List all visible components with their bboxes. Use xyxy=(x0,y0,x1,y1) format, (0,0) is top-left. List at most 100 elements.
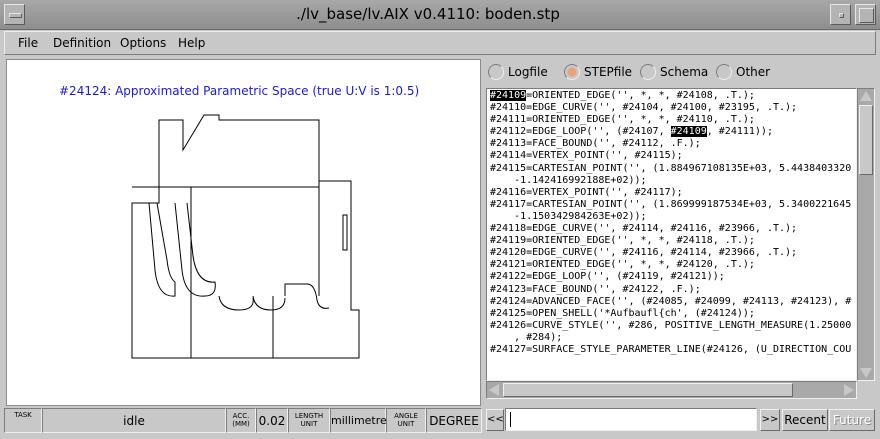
menu-file[interactable]: File xyxy=(18,36,39,50)
accuracy-label-cell: ACC. (MM) xyxy=(226,408,256,433)
step-line-text: #24120=EDGE_CURVE('', #24116, #24114, #2… xyxy=(490,247,798,259)
step-line-text: #24123=FACE_BOUND('', #24122, .F.); xyxy=(490,283,701,295)
face-outer-boundary xyxy=(131,114,360,359)
step-line: #24116=VERTEX_POINT('', #24117); xyxy=(490,187,856,199)
accuracy-label: ACC. (MM) xyxy=(232,412,250,428)
step-line: #24122=EDGE_LOOP('', (#24119, #24121)); xyxy=(490,271,856,283)
window-title: ./lv_base/lv.AIX v0.4110: boden.stp xyxy=(296,5,560,23)
step-line: #24111=ORIENTED_EDGE('', *, *, #24110, .… xyxy=(490,114,856,126)
step-line-text: #24127=SURFACE_STYLE_PARAMETER_LINE(#241… xyxy=(490,343,852,355)
task-value-cell: idle xyxy=(42,408,226,433)
step-line-text: #24114=VERTEX_POINT('', #24115); xyxy=(490,150,683,162)
future-button: Future xyxy=(829,409,875,431)
scroll-left-icon[interactable] xyxy=(489,384,499,396)
angle-unit-value: DEGREE xyxy=(429,414,479,428)
radio-logfile-label[interactable]: Logfile xyxy=(508,65,548,79)
step-line: #24125=OPEN_SHELL('*Aufbaufl{ch', (#2412… xyxy=(490,308,856,320)
step-line-text: #24113=FACE_BOUND('', #24112, .F.); xyxy=(490,138,701,150)
parametric-space-drawing xyxy=(131,114,360,359)
step-line: #24126=CURVE_STYLE('', #286, POSITIVE_LE… xyxy=(490,320,856,332)
step-line-text: -1.142416992188E+02)); xyxy=(490,174,647,186)
radio-schema[interactable] xyxy=(640,64,656,80)
menu-definition[interactable]: Definition xyxy=(53,36,112,50)
inner-hole xyxy=(342,214,348,251)
command-input[interactable] xyxy=(505,408,757,431)
minimize-button[interactable] xyxy=(830,4,851,25)
task-value: idle xyxy=(123,414,145,428)
step-line: #24127=SURFACE_STYLE_PARAMETER_LINE(#241… xyxy=(490,344,856,356)
task-label-cell: TASK xyxy=(4,408,42,433)
vertical-scroll-thumb[interactable] xyxy=(859,105,873,175)
step-line: #24112=EDGE_LOOP('', (#24107, #24109, #2… xyxy=(490,126,856,138)
view-selector: Logfile STEPfile Schema Other xyxy=(486,63,876,83)
history-next-button[interactable]: >> xyxy=(760,409,780,431)
step-line: #24115=CARTESIAN_POINT('', (1.8849671081… xyxy=(490,163,856,175)
step-line-text: #24121=ORIENTED_EDGE('', *, *, #24120, .… xyxy=(490,259,755,271)
step-line: #24120=EDGE_CURVE('', #24116, #24114, #2… xyxy=(490,247,856,259)
slot-outlines xyxy=(148,202,330,311)
window-menu-button[interactable] xyxy=(4,4,25,25)
step-line: #24123=FACE_BOUND('', #24122, .F.); xyxy=(490,284,856,296)
step-file-lines: #24109=ORIENTED_EDGE('', *, *, #24108, .… xyxy=(487,89,856,356)
step-line: #24121=ORIENTED_EDGE('', *, *, #24120, .… xyxy=(490,259,856,271)
step-line: #24109=ORIENTED_EDGE('', *, *, #24108, .… xyxy=(490,90,856,102)
scroll-right-icon[interactable] xyxy=(844,384,854,396)
horizontal-scrollbar[interactable] xyxy=(486,381,857,399)
angle-unit-value-cell: DEGREE xyxy=(426,408,482,433)
step-line-text: #24124=ADVANCED_FACE('', (#24085, #24099… xyxy=(490,295,852,307)
scroll-down-icon[interactable] xyxy=(860,368,872,378)
horizontal-scroll-thumb[interactable] xyxy=(503,383,793,397)
angle-unit-label: ANGLE UNIT xyxy=(394,412,418,428)
step-line-text: #24126=CURVE_STYLE('', #286, POSITIVE_LE… xyxy=(490,319,852,331)
length-unit-value-cell: millimetre xyxy=(330,408,387,433)
status-bar: TASK idle ACC. (MM) 0.02 LENGTH UNIT mil… xyxy=(4,408,482,433)
step-line: #24119=ORIENTED_EDGE('', *, *, #24118, .… xyxy=(490,235,856,247)
step-line: , #284); xyxy=(490,332,856,344)
step-line: #24118=EDGE_CURVE('', #24114, #24116, #2… xyxy=(490,223,856,235)
accuracy-value: 0.02 xyxy=(258,414,286,428)
step-entity-highlight[interactable]: #24109 xyxy=(670,126,707,138)
step-line-text: #24117=CARTESIAN_POINT('', (1.8699991875… xyxy=(490,198,852,210)
step-line: -1.142416992188E+02)); xyxy=(490,175,856,187)
length-unit-value: millimetre xyxy=(331,414,387,427)
step-line-text: #24111=ORIENTED_EDGE('', *, *, #24110, .… xyxy=(490,114,755,126)
radio-stepfile-label[interactable]: STEPfile xyxy=(584,65,633,79)
step-line-text: #24115=CARTESIAN_POINT('', (1.8849671081… xyxy=(490,162,852,174)
vertical-scrollbar[interactable] xyxy=(857,88,875,381)
radio-other-label[interactable]: Other xyxy=(736,65,771,79)
length-unit-label-cell: LENGTH UNIT xyxy=(288,408,330,433)
step-line: #24110=EDGE_CURVE('', #24104, #24100, #2… xyxy=(490,102,856,114)
radio-other[interactable] xyxy=(716,64,732,80)
scroll-up-icon[interactable] xyxy=(860,91,872,101)
step-line-text: , #24111)); xyxy=(706,126,773,138)
radio-stepfile[interactable] xyxy=(564,64,580,80)
step-line-text: #24119=ORIENTED_EDGE('', *, *, #24118, .… xyxy=(490,235,755,247)
step-line-text: #24118=EDGE_CURVE('', #24114, #24116, #2… xyxy=(490,223,798,235)
task-label: TASK xyxy=(14,411,32,419)
step-entity-highlight[interactable]: #24109 xyxy=(490,90,527,101)
step-file-text[interactable]: #24109=ORIENTED_EDGE('', *, *, #24108, .… xyxy=(486,88,857,381)
radio-logfile[interactable] xyxy=(488,64,504,80)
step-line: #24117=CARTESIAN_POINT('', (1.8699991875… xyxy=(490,199,856,211)
step-line-text: #24125=OPEN_SHELL('*Aufbaufl{ch', (#2412… xyxy=(490,307,755,319)
history-prev-button[interactable]: << xyxy=(486,409,504,431)
parametric-space-canvas[interactable]: #24124: Approximated Parametric Space (t… xyxy=(6,59,481,406)
length-unit-label: LENGTH UNIT xyxy=(294,412,324,428)
step-line: #24124=ADVANCED_FACE('', (#24085, #24099… xyxy=(490,296,856,308)
maximize-button[interactable] xyxy=(855,4,876,25)
canvas-title: #24124: Approximated Parametric Space (t… xyxy=(59,84,420,98)
region-dividers xyxy=(132,181,320,358)
step-line-text: #24110=EDGE_CURVE('', #24104, #24100, #2… xyxy=(490,102,798,114)
step-line: -1.150342984263E+02)); xyxy=(490,211,856,223)
recent-button[interactable]: Recent xyxy=(782,409,828,431)
menu-options[interactable]: Options xyxy=(120,36,167,50)
step-line: #24113=FACE_BOUND('', #24112, .F.); xyxy=(490,138,856,150)
radio-schema-label[interactable]: Schema xyxy=(660,65,709,79)
menu-bar: File Definition Options Help xyxy=(4,31,876,55)
title-bar: ./lv_base/lv.AIX v0.4110: boden.stp xyxy=(0,0,880,30)
menu-help[interactable]: Help xyxy=(178,36,206,50)
step-line-text: #24116=VERTEX_POINT('', #24117); xyxy=(490,186,683,198)
step-line-text: #24122=EDGE_LOOP('', (#24119, #24121)); xyxy=(490,271,725,283)
angle-unit-label-cell: ANGLE UNIT xyxy=(386,408,426,433)
step-line-text: , #284); xyxy=(490,331,563,343)
